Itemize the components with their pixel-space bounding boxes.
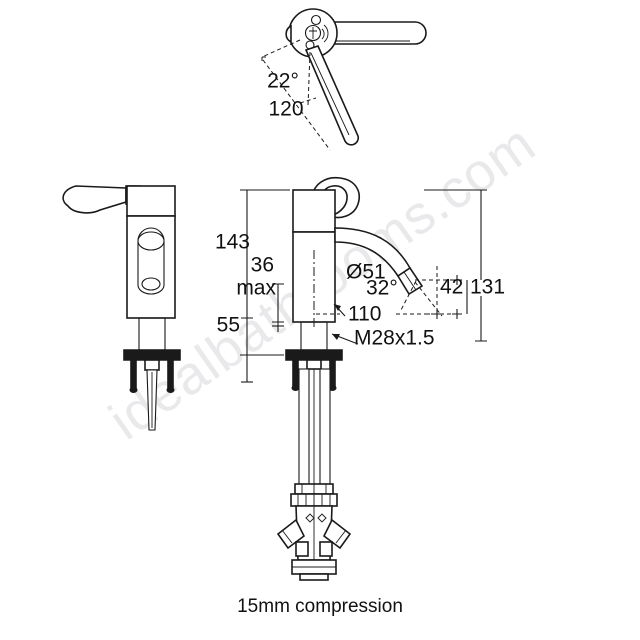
lever-hub-nub xyxy=(285,24,292,44)
side-stud-right xyxy=(167,359,174,389)
dim-spout-reach: 110 xyxy=(348,303,381,326)
front-view-tap xyxy=(276,176,424,581)
fitting-branch-right xyxy=(322,518,352,550)
crosshair-lower-right xyxy=(452,309,462,319)
side-mount-flange xyxy=(123,349,181,361)
hub-marker-top xyxy=(310,14,322,26)
dim-overall-height: 143 xyxy=(215,231,250,254)
fitting-bottom-cap xyxy=(299,573,329,581)
front-tail-pipe-right xyxy=(319,368,331,485)
front-body-cap xyxy=(292,189,336,233)
drawing-caption: 15mm compression xyxy=(237,596,403,617)
side-body-top xyxy=(126,185,176,217)
side-thread-shank-cross xyxy=(138,317,166,351)
dim-outlet-offset: 42 xyxy=(440,276,463,299)
fitting-mark-right xyxy=(317,513,327,523)
side-stud-left xyxy=(130,359,137,389)
fitting-branch-left-seam xyxy=(281,529,293,544)
angle-vertical-ref xyxy=(307,51,311,107)
dim-lever-angle: 22° xyxy=(267,70,299,93)
fitting-boss-right xyxy=(319,541,333,557)
side-stud-right-end xyxy=(166,387,175,393)
fitting-collar-upper-ribs xyxy=(301,484,327,494)
dim-spout-height: 131 xyxy=(470,276,505,299)
hub-center-glyph xyxy=(309,27,317,39)
fitting-mark-left xyxy=(305,513,315,523)
lever-arm-rotated-edge xyxy=(310,52,350,136)
dim-max-qualifier: max xyxy=(236,277,276,300)
front-mount-nut xyxy=(306,359,322,370)
leader-diameter-arrow xyxy=(334,304,341,311)
lever-arm-top xyxy=(329,21,427,45)
dim-max-height: 36 xyxy=(251,254,274,277)
hub-arc-inner xyxy=(321,28,325,40)
front-tail-pipe-left xyxy=(298,368,310,485)
angle-ref-down xyxy=(399,280,417,313)
side-mount-nut xyxy=(144,359,160,371)
crosshair-upper-right xyxy=(452,275,462,285)
dim-body-diameter: Ø51 xyxy=(346,261,386,284)
front-stud-left-end xyxy=(291,385,300,391)
dim-thread-spec: M28x1.5 xyxy=(354,327,435,350)
angle-corner-tick xyxy=(261,56,268,62)
fitting-branch-right-seam xyxy=(335,529,347,544)
top-view-lever: 22° 120 xyxy=(261,8,427,151)
fitting-boss-left xyxy=(295,541,309,557)
side-spout-outlet-oval xyxy=(141,277,161,291)
length-dim-tick xyxy=(299,97,317,104)
length-dim-line xyxy=(262,59,331,151)
dim-spout-angle: 32° xyxy=(366,277,398,300)
front-outlet-seam xyxy=(403,271,417,291)
front-stud-right xyxy=(329,359,336,387)
side-spout-outer-oval xyxy=(137,231,165,251)
fitting-branch-left xyxy=(276,518,306,550)
fitting-collar-lower-ribs xyxy=(297,494,331,506)
side-lever-handle xyxy=(62,185,127,214)
dim-tail-length: 55 xyxy=(217,314,240,337)
lever-arm-rotated xyxy=(304,45,360,146)
front-stud-left xyxy=(292,359,299,387)
leader-thread-arrow xyxy=(332,334,340,340)
hub-arc-outer xyxy=(323,24,329,43)
side-view-tap xyxy=(62,185,181,431)
dimension-annotations: 143 36 max 55 131 Ø51 32° xyxy=(215,189,505,383)
side-stud-left-end xyxy=(129,387,138,393)
crosshair-lower-center xyxy=(432,309,442,319)
front-mount-flange xyxy=(285,349,343,361)
side-thread-shank xyxy=(138,317,166,351)
dim-lever-length: 120 xyxy=(268,98,303,121)
